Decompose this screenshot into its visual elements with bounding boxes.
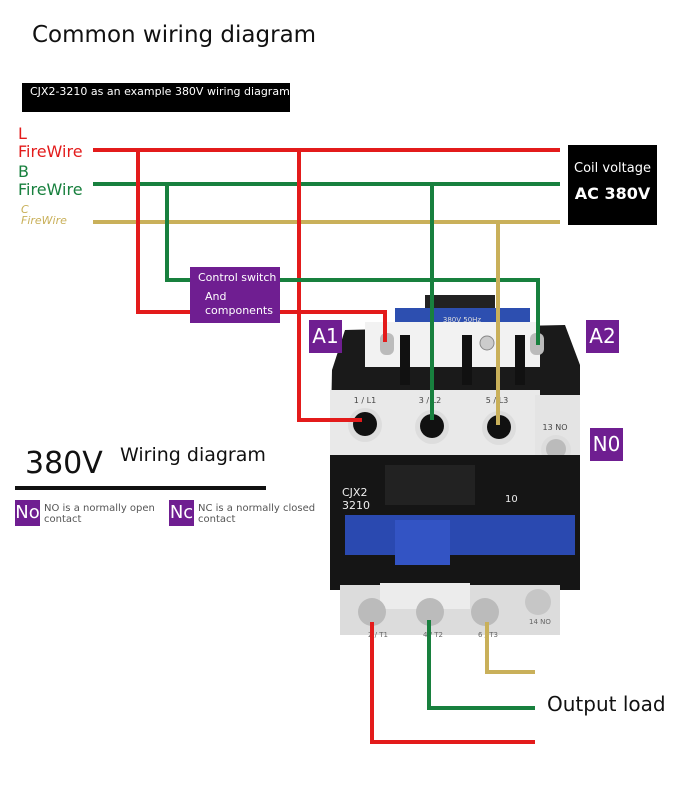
wire-l-name: FireWire [18,142,83,161]
coil-voltage-label: Coil voltage [574,161,651,176]
terminal-label-4-t2: 4 / T2 [423,631,443,639]
heading-underline [15,486,266,490]
wire-b-name: FireWire [18,180,83,199]
control-switch-box: Control switch And components [190,267,280,323]
legend-text-nc: NC is a normally closed contact [198,503,315,525]
control-components-label: components [205,304,273,317]
terminal-badge-a2: A2 [586,320,619,353]
coil-rating-label: 380V 50Hz [443,316,482,324]
wire-c-name: FireWire [21,214,67,227]
page-title: Common wiring diagram [32,22,317,48]
output-load-label: Output load [547,692,666,716]
output-wire-t3 [485,622,535,674]
output-wire-t1 [370,622,535,744]
wire-c-letter: C [21,203,29,216]
wire-label-l: L FireWire [18,125,83,161]
wiring-diagram-heading: Wiring diagram [120,444,266,466]
terminal-label-13-no: 13 NO [542,423,567,432]
legend-nc-line2: contact [198,514,236,525]
legend-badge-no: No [15,500,40,526]
output-wire-t2 [427,620,535,710]
wire-l-letter: L [18,124,27,143]
terminal-label-14-no: 14 NO [529,618,551,626]
wire-label-b: B FireWire [18,163,83,199]
terminal-label-1-l1: 1 / L1 [354,396,376,405]
wire-l-to-control [136,150,387,342]
legend-text-no: NO is a normally open contact [44,503,155,525]
wire-b-letter: B [18,162,29,181]
wire-b-to-a2 [165,184,540,345]
coil-voltage-value: AC 380V [574,184,651,203]
terminal-badge-no: N0 [590,428,623,461]
control-and-label: And [205,290,227,303]
control-switch-label: Control switch [198,271,277,284]
legend-no-line2: contact [44,514,82,525]
example-banner: CJX2-3210 as an example 380V wiring diag… [22,83,290,112]
voltage-heading: 380V [25,446,103,481]
legend-nc-line1: NC is a normally closed [198,503,316,514]
legend-no-line1: NO is a normally open [44,503,155,514]
model-label: CJX2 [342,486,367,499]
terminal-label-2-t1: 2 / T1 [368,631,388,639]
wire-label-c: C FireWire [21,204,67,226]
coil-voltage-box: Coil voltage AC 380V [568,145,657,225]
contactor: 380V 50Hz 1 / L1 3 / L2 5 / L3 13 NO CJX… [330,295,580,639]
terminal-badge-a1: A1 [309,320,342,353]
contact-code: 10 [505,494,518,505]
model-number: 3210 [342,499,370,512]
legend-badge-nc: Nc [169,500,194,526]
wire-l-to-l1 [297,150,362,422]
